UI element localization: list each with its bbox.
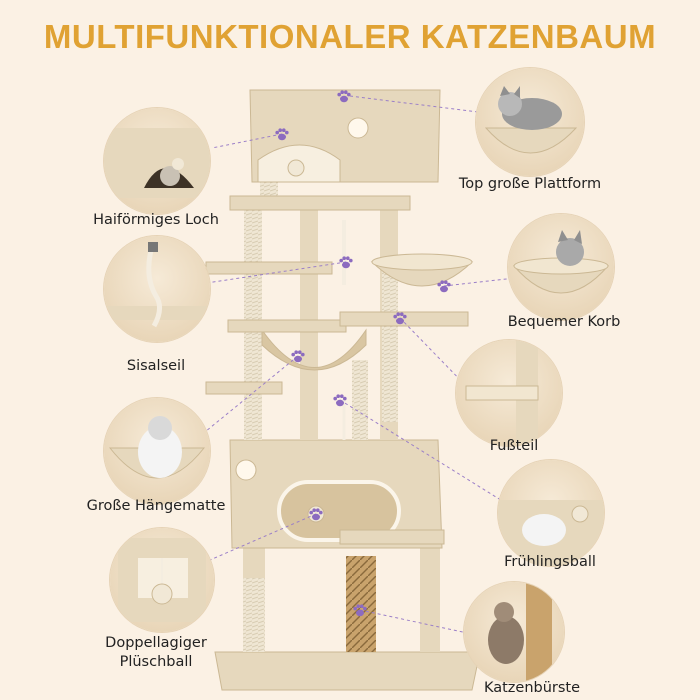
middle-platform bbox=[227, 319, 347, 333]
basket-label: Bequemer Korb bbox=[507, 314, 621, 330]
lower-platform bbox=[339, 529, 445, 545]
sisal-rope-photo bbox=[104, 236, 210, 342]
paw-icon bbox=[291, 350, 305, 363]
step-photo bbox=[456, 340, 562, 446]
condo-hole bbox=[235, 459, 257, 481]
cat-brush-photo bbox=[464, 582, 564, 682]
cat-brush-label: Katzenbürste bbox=[483, 680, 581, 696]
plush-post bbox=[420, 548, 440, 652]
plush-ball-label: Doppellagiger Plüschball bbox=[56, 634, 256, 672]
tree-base bbox=[214, 651, 481, 691]
plush-ball-photo bbox=[110, 528, 214, 632]
sisal-rope-label: Sisalseil bbox=[126, 358, 186, 374]
hammock-photo bbox=[104, 398, 210, 504]
spring-ball-label: Frühlingsball bbox=[504, 554, 596, 570]
brush-post bbox=[346, 556, 376, 652]
plush-ball-label-line1: Doppellagiger bbox=[105, 635, 207, 651]
shark-hole-photo bbox=[104, 108, 210, 214]
top-deck bbox=[229, 195, 411, 211]
paw-icon bbox=[437, 280, 451, 293]
top-hole bbox=[347, 117, 369, 139]
paw-icon bbox=[333, 394, 347, 407]
top-platform-photo bbox=[476, 68, 584, 176]
paw-icon bbox=[309, 508, 323, 521]
top-platform-label: Top große Plattform bbox=[458, 176, 602, 192]
paw-icon bbox=[353, 604, 367, 617]
plush-post bbox=[243, 548, 265, 578]
plush-ball-label-line2: Plüschball bbox=[119, 654, 193, 670]
basket-photo bbox=[508, 214, 614, 320]
sisal-post bbox=[352, 360, 368, 440]
sisal-post bbox=[382, 262, 398, 422]
shark-hole-label: Haiförmiges Loch bbox=[93, 212, 219, 228]
hammock-label: Große Hängematte bbox=[86, 498, 226, 514]
paw-icon bbox=[339, 256, 353, 269]
spring-ball-photo bbox=[498, 460, 604, 566]
step-label: Fußteil bbox=[489, 438, 539, 454]
top-ball bbox=[287, 159, 305, 177]
paw-icon bbox=[275, 128, 289, 141]
side-step bbox=[205, 381, 283, 395]
page-title: MULTIFUNKTIONALER KATZENBAUM bbox=[43, 18, 657, 55]
paw-icon bbox=[337, 90, 351, 103]
paw-icon bbox=[393, 312, 407, 325]
upper-platform bbox=[205, 261, 333, 275]
